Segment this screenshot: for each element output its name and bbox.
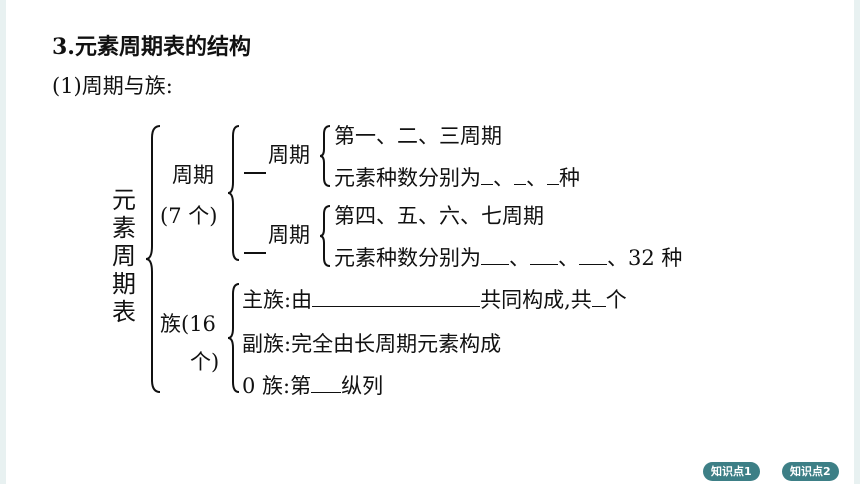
long-period-label: 周期 (268, 223, 310, 247)
root-label-char: 元 (112, 186, 136, 214)
answer-blank (530, 246, 558, 265)
root-label-char: 素 (112, 214, 136, 242)
short-period-element-counts: 元素种数分别为、、种 (334, 166, 580, 189)
separator: 、 (493, 166, 514, 190)
long-period-element-counts: 元素种数分别为 、 、 、32 种 (334, 246, 682, 269)
answer-blank (514, 166, 526, 185)
sub-group-line: 副族:完全由长周期元素构成 (242, 332, 502, 356)
period-count: (7 个) (160, 204, 218, 228)
period-label: 周期 (172, 163, 214, 187)
root-label-char: 期 (112, 270, 136, 298)
slide-left-border (0, 0, 6, 484)
zero-group-suffix: 纵列 (341, 374, 384, 398)
slide-right-border (854, 0, 860, 484)
knowledge-point-1-button[interactable]: 知识点1 (703, 462, 760, 481)
long-period-blank (244, 252, 266, 254)
zero-group-line: 0 族:第 纵列 (242, 374, 383, 397)
short-period-blank (244, 172, 266, 174)
knowledge-point-2-button[interactable]: 知识点2 (782, 462, 839, 481)
short-period-brace (319, 125, 331, 187)
section-heading: 3.元素周期表的结构 (52, 34, 251, 60)
unit-suffix: 、32 种 (607, 246, 683, 270)
period-brace (227, 125, 240, 261)
answer-blank (579, 246, 607, 265)
separator: 、 (558, 246, 579, 270)
long-period-brace (319, 205, 331, 267)
answer-blank (312, 288, 481, 307)
answer-blank (311, 374, 342, 393)
short-period-label: 周期 (268, 143, 310, 167)
zero-group-prefix: 0 族:第 (242, 374, 312, 398)
group-brace (227, 283, 240, 393)
root-label-char: 周 (112, 242, 136, 270)
subsection-heading: (1)周期与族: (52, 74, 173, 98)
unit-suffix: 种 (559, 166, 580, 190)
main-brace (145, 125, 161, 393)
main-group-middle: 共同构成,共 (480, 288, 592, 312)
separator: 、 (509, 246, 530, 270)
answer-blank (481, 166, 493, 185)
short-period-rows: 第一、二、三周期 (334, 124, 502, 148)
main-group-suffix: 个 (605, 288, 627, 312)
element-count-prefix: 元素种数分别为 (334, 166, 481, 190)
group-count: 个) (190, 350, 220, 374)
main-group-prefix: 主族:由 (242, 288, 313, 312)
long-period-rows: 第四、五、六、七周期 (334, 204, 544, 228)
answer-blank (547, 166, 559, 185)
periodic-table-label: 元 素 周 期 表 (110, 186, 138, 326)
group-label: 族(16 (160, 312, 216, 336)
root-label-char: 表 (112, 298, 136, 326)
main-group-line: 主族:由 共同构成,共个 (242, 288, 627, 311)
element-count-prefix: 元素种数分别为 (334, 246, 481, 270)
answer-blank (591, 288, 606, 307)
answer-blank (481, 246, 509, 265)
separator: 、 (526, 166, 547, 190)
